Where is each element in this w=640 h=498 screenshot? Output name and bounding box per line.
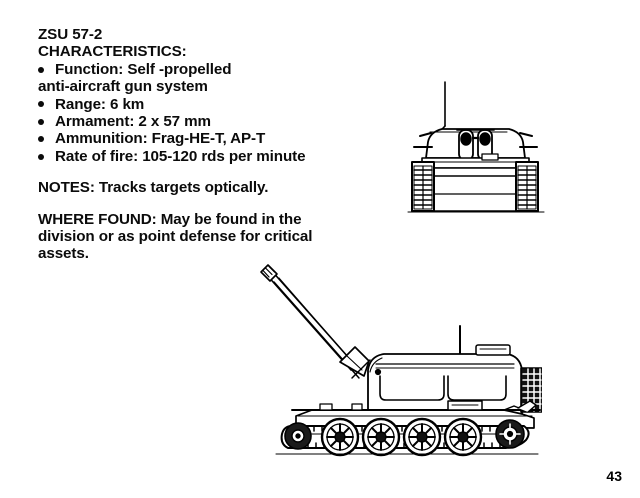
characteristic-item-function-continued: anti-aircraft gun system — [38, 78, 388, 95]
turret-pivot-icon — [374, 368, 382, 376]
characteristic-text: Rate of fire: 105-120 rds per minute — [55, 147, 306, 165]
spacer — [38, 165, 388, 179]
right-track — [515, 161, 539, 212]
rear-drive-sprocket — [495, 419, 525, 449]
characteristic-item-ammunition: Ammunition: Frag-HE-T, AP-T — [38, 130, 388, 147]
text-column: ZSU 57-2 CHARACTERISTICS: Function: Self… — [38, 26, 388, 263]
front-view-svg — [407, 81, 545, 213]
front-idler-wheel — [284, 422, 312, 450]
road-wheel — [361, 417, 401, 457]
road-wheel — [320, 417, 360, 457]
bullet-icon — [38, 66, 44, 73]
turret-shape — [367, 344, 523, 415]
road-wheel — [443, 417, 483, 457]
turret-shape — [413, 128, 538, 159]
notes-line: NOTES: Tracks targets optically. — [38, 179, 269, 197]
zsu-57-2-side-view-figure — [252, 258, 542, 463]
muzzle-brake-icon — [260, 264, 278, 282]
characteristic-text: Function: Self -propelled — [55, 60, 232, 78]
twin-gun-barrels — [456, 129, 495, 161]
bullet-icon — [38, 118, 44, 125]
characteristic-item-range: Range: 6 km — [38, 96, 388, 113]
characteristic-text: anti-aircraft gun system — [38, 78, 208, 96]
left-track — [411, 161, 435, 212]
road-wheel — [402, 417, 442, 457]
bullet-icon — [38, 101, 44, 108]
where-found-line-2: division or as point defense for critica… — [38, 228, 313, 246]
zsu-57-2-front-view-figure — [404, 76, 580, 224]
page-number: 43 — [606, 468, 622, 484]
spacer — [38, 197, 388, 211]
bullet-icon — [38, 136, 44, 143]
characteristic-text: Ammunition: Frag-HE-T, AP-T — [55, 130, 266, 148]
where-found-line-3: assets. — [38, 245, 89, 263]
side-view-svg — [260, 264, 542, 457]
characteristic-item-function: Function: Self -propelled — [38, 61, 388, 78]
where-found-line-1: WHERE FOUND: May be found in the — [38, 210, 302, 228]
section-label-characteristics: CHARACTERISTICS: — [38, 43, 187, 61]
characteristic-text: Armament: 2 x 57 mm — [55, 113, 211, 131]
gun-barrels — [260, 264, 371, 379]
road-wheels — [320, 417, 483, 457]
characteristic-text: Range: 6 km — [55, 95, 145, 113]
characteristic-item-rate-of-fire: Rate of fire: 105-120 rds per minute — [38, 148, 388, 165]
page-title: ZSU 57-2 — [38, 26, 103, 43]
bullet-icon — [38, 153, 44, 160]
turret-hatch — [475, 344, 511, 356]
hull-front-plate — [429, 167, 521, 212]
characteristic-item-armament: Armament: 2 x 57 mm — [38, 113, 388, 130]
